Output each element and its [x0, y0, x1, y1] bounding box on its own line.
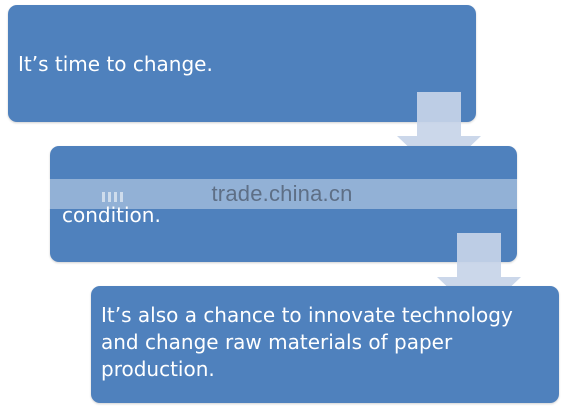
- step-1-text: It’s time to change.: [18, 52, 213, 76]
- step-box-2: condition.: [50, 146, 517, 262]
- step-3-text: It’s also a chance to innovate technolog…: [101, 303, 513, 381]
- watermark-band: [0, 179, 564, 209]
- step-box-1: It’s time to change.: [8, 5, 476, 122]
- watermark-logo-icon: [102, 192, 123, 202]
- step-box-3: It’s also a chance to innovate technolog…: [91, 286, 559, 403]
- watermark-text: trade.china.cn: [211, 181, 353, 206]
- step-2-text: condition.: [62, 203, 161, 227]
